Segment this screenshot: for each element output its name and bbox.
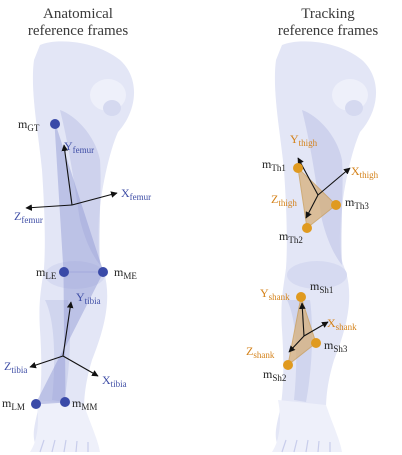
label-z-femur: Zfemur [14, 209, 43, 225]
label-y-shank: Yshank [260, 286, 290, 302]
label-m-sh3: mSh3 [324, 338, 348, 354]
marker-mm [60, 397, 70, 407]
label-m-th2: mTh2 [279, 229, 303, 245]
marker-th1 [293, 163, 303, 173]
marker-lm [31, 399, 41, 409]
thigh-markers [293, 163, 341, 233]
tibia-y-axis [62, 301, 74, 357]
label-y-tibia: Ytibia [76, 290, 101, 306]
marker-sh1 [296, 292, 306, 302]
label-x-tibia: Xtibia [102, 373, 127, 389]
right-leg-silhouette [272, 41, 377, 453]
label-z-tibia: Ztibia [4, 359, 27, 375]
label-m-lm: mLM [2, 396, 25, 412]
label-m-th1: mTh1 [262, 157, 286, 173]
thigh-axes [297, 157, 351, 219]
left-title-line2: reference frames [28, 23, 128, 39]
label-m-me: mME [114, 265, 137, 281]
label-m-th3: mTh3 [345, 195, 369, 211]
femur-triangle [54, 123, 104, 273]
femur-y-axis [61, 144, 73, 206]
tibia-axes [29, 301, 99, 377]
thigh-z-axis [305, 194, 319, 219]
marker-th2 [302, 223, 312, 233]
label-x-femur: Xfemur [121, 186, 151, 202]
marker-gt [50, 119, 60, 129]
marker-th3 [331, 200, 341, 210]
label-m-gt: mGT [18, 117, 40, 133]
shank-axes [288, 302, 329, 353]
shank-z-axis [288, 335, 305, 353]
femur-axes [25, 144, 118, 211]
shank-y-axis [299, 302, 306, 337]
label-z-thigh: Zthigh [271, 192, 297, 208]
marker-sh3 [311, 338, 321, 348]
label-x-thigh: Xthigh [351, 164, 379, 180]
label-m-mm: mMM [72, 396, 97, 412]
thigh-y-axis [297, 157, 319, 196]
tibia-z-axis [29, 355, 64, 369]
marker-le [59, 267, 69, 277]
shank-x-axis [303, 321, 329, 337]
label-m-le: mLE [36, 265, 57, 281]
right-title-line2: reference frames [278, 23, 378, 39]
label-m-sh2: mSh2 [263, 367, 286, 383]
anatomical-markers [31, 119, 108, 409]
label-x-shank: Xshank [327, 316, 357, 332]
marker-me [98, 267, 108, 277]
left-title-line1: Anatomical [43, 6, 113, 22]
thigh-x-axis [317, 167, 351, 196]
label-y-femur: Yfemur [64, 139, 94, 155]
femur-x-axis [71, 191, 118, 206]
femur-z-axis [25, 204, 73, 211]
tibia-x-axis [62, 355, 99, 377]
label-z-shank: Zshank [246, 344, 275, 360]
shank-markers [283, 292, 321, 370]
right-title-line1: Tracking [301, 6, 355, 22]
label-m-sh1: mSh1 [310, 279, 333, 295]
marker-sh2 [283, 360, 293, 370]
label-y-thigh: Ythigh [290, 132, 318, 148]
left-leg-silhouette [30, 41, 135, 453]
